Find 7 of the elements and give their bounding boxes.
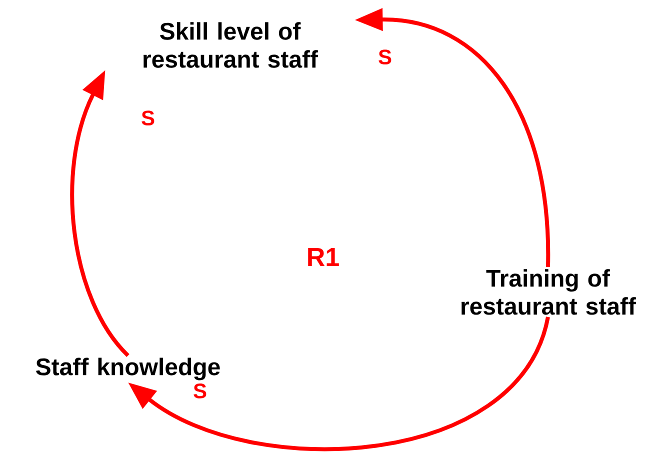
loop-label: R1 [308,248,339,266]
node-label: Training of restaurant staff [462,269,636,315]
edge-label: S [377,48,393,66]
edge-label: S [192,382,208,400]
node-label: Staff knowledge [36,358,220,380]
node-label: Skill level of restaurant staff [144,22,318,68]
edge-label: S [140,110,156,126]
